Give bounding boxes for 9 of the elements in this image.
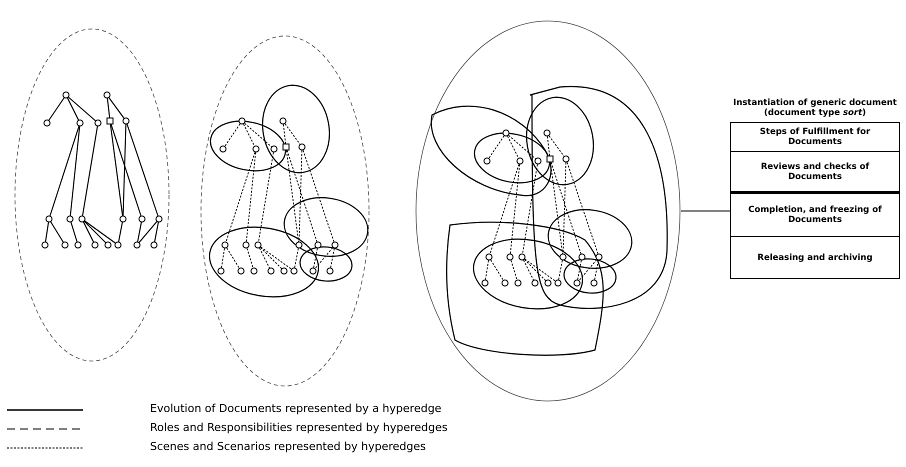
legend-text: Evolution of Documents represented by a hyperedge xyxy=(150,402,442,415)
connector-line xyxy=(680,210,730,212)
stage-row: Completion, and freezing of Documents xyxy=(730,192,900,237)
legend-text: Scenes and Scenarios represented by hyperedges xyxy=(150,440,426,453)
stage-row: Steps of Fulfillment for Documents xyxy=(730,122,900,152)
stage-row: Releasing and archiving xyxy=(730,237,900,279)
table-heading: Instantiation of generic document (document type sort) xyxy=(732,98,898,120)
legend-text: Roles and Responsibilities represented by hyperedges xyxy=(150,421,448,434)
stage-row: Reviews and checks of Documents xyxy=(730,152,900,192)
